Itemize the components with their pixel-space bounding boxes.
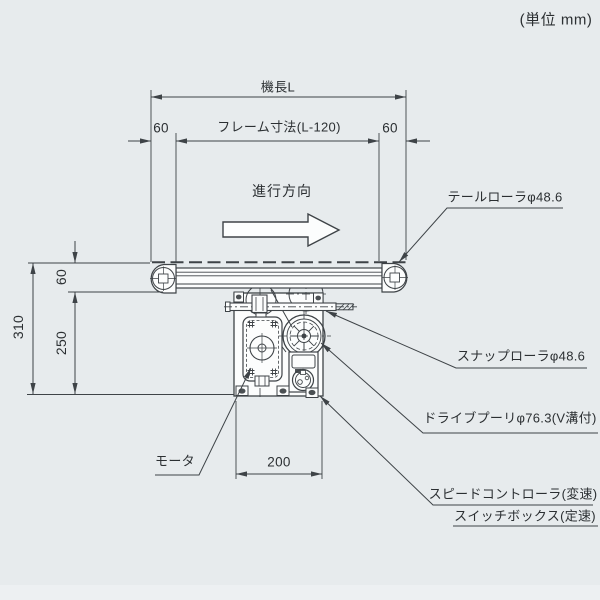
direction-arrow [222, 212, 341, 248]
snap-roller-leader [325, 310, 587, 369]
callout-motor: モータ [155, 453, 195, 469]
dimension-lines [30, 94, 430, 477]
motor-leader [155, 367, 252, 476]
direction-label: 進行方向 [252, 183, 312, 199]
dim-total-height-label: 310 [10, 314, 26, 340]
dim-machine-length-label: 機長L [260, 79, 296, 95]
callout-speed-controller: スピードコントローラ(変速) [428, 486, 598, 502]
callout-snap-roller: スナップローラφ48.6 [456, 348, 586, 364]
conveyor-belt [150, 261, 408, 304]
extension-lines [27, 90, 407, 479]
dim-frame-length-label: フレーム寸法(L-120) [217, 119, 341, 135]
tail-roller-shape [381, 262, 408, 293]
left-end-roller [150, 263, 177, 294]
motor-shape [242, 312, 283, 387]
dim-drive-width-label: 200 [267, 454, 291, 470]
tail-roller-leader [398, 207, 563, 263]
drive-pulley-leader [320, 342, 598, 434]
callout-switch-box: スイッチボックス(定速) [454, 508, 596, 524]
dim-end-left-label: 60 [153, 120, 169, 136]
bottom-strip [0, 585, 600, 600]
shaft [224, 294, 357, 314]
mounting-feet [235, 385, 319, 398]
callout-tail-roller: テールローラφ48.6 [447, 189, 563, 205]
dim-end-right-label: 60 [382, 120, 398, 136]
callout-drive-pulley: ドライブプーリφ76.3(V溝付) [423, 410, 597, 426]
unit-note: (単位 mm) [519, 11, 593, 29]
frame-clamps [233, 291, 324, 304]
dim-drive-height-label: 250 [53, 330, 69, 356]
leader-lines [155, 207, 598, 527]
speed-controller-shape [288, 351, 319, 393]
dim-belt-height-label: 60 [53, 268, 69, 286]
speed-controller-leader [319, 395, 593, 506]
